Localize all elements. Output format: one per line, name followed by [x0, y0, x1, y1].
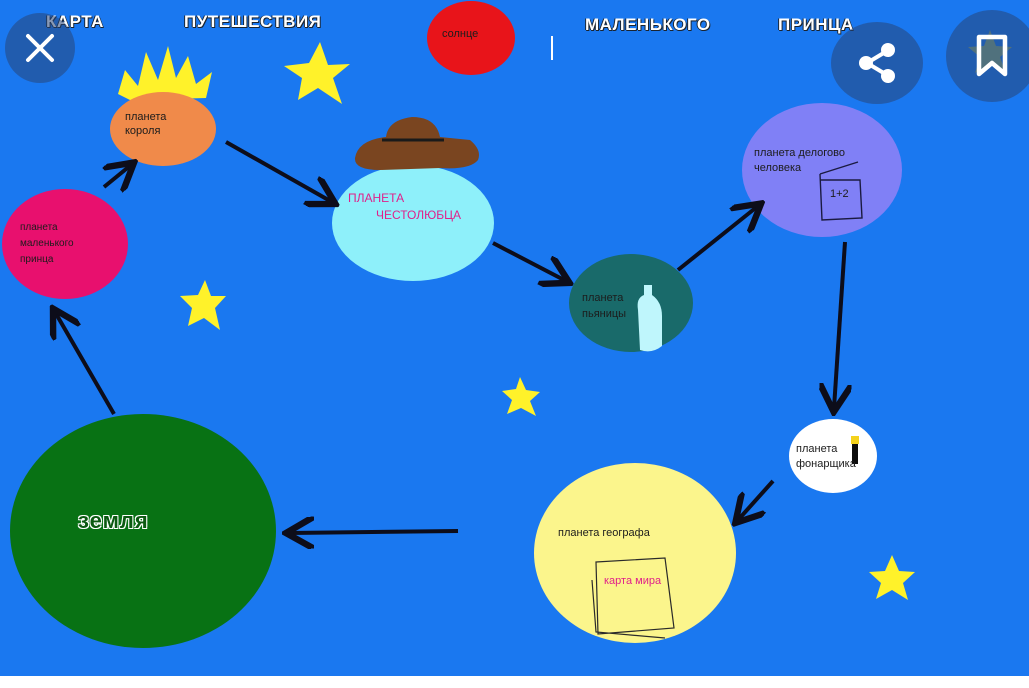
king-planet	[110, 92, 216, 166]
star-middle	[502, 377, 540, 416]
arrow-geographer-to-earth	[290, 531, 459, 533]
arrow-prince-to-king	[104, 165, 131, 187]
sun-label: солнце	[442, 28, 479, 40]
drunkard-bottle	[637, 285, 662, 352]
earth-label: земля	[78, 508, 149, 533]
lamplighter-lamp-post	[852, 444, 858, 464]
arrow-vain-to-drunkard	[492, 241, 566, 281]
bookmark-button[interactable]	[946, 10, 1029, 102]
businessman-book	[819, 161, 863, 221]
title-word-prince: ПРИНЦА	[778, 15, 854, 34]
arrow-earth-to-prince	[55, 312, 116, 416]
arrow-drunkard-to-businessman	[676, 206, 758, 272]
sun-planet	[427, 1, 515, 75]
share-button[interactable]	[831, 22, 923, 104]
geographer-label: планета географа	[558, 527, 650, 539]
vain-planet	[332, 165, 494, 281]
businessman-note: 1+2	[830, 188, 849, 200]
star-left	[180, 280, 226, 330]
star-bottom-right	[869, 555, 915, 600]
geographer-book	[591, 557, 675, 639]
arrow-king-to-vain	[225, 140, 332, 202]
geographer-planet	[534, 463, 736, 643]
vain-label: ПЛАНЕТА ЧЕСТОЛЮБЦА	[348, 191, 462, 222]
earth-planet	[10, 414, 276, 648]
close-icon	[26, 34, 54, 62]
little-prince-label: планета маленького принца	[20, 222, 74, 265]
king-crown	[118, 46, 212, 100]
vain-hat	[354, 117, 479, 170]
share-icon	[859, 43, 895, 83]
title-word-journey: ПУТЕШЕСТВИЯ	[184, 12, 322, 31]
lamplighter-lamp-flame	[851, 436, 859, 444]
arrow-businessman-to-lamplighter	[834, 241, 845, 408]
businessman-planet	[742, 103, 902, 237]
arrow-lamplighter-to-geographer	[738, 479, 775, 520]
title-word-little: МАЛЕНЬКОГО	[585, 15, 711, 34]
little-prince-planet	[2, 189, 128, 299]
bookmark-icon	[976, 34, 1008, 77]
close-button[interactable]	[5, 13, 75, 83]
star-top	[284, 42, 350, 104]
geographer-book-label: карта мира	[604, 575, 662, 587]
